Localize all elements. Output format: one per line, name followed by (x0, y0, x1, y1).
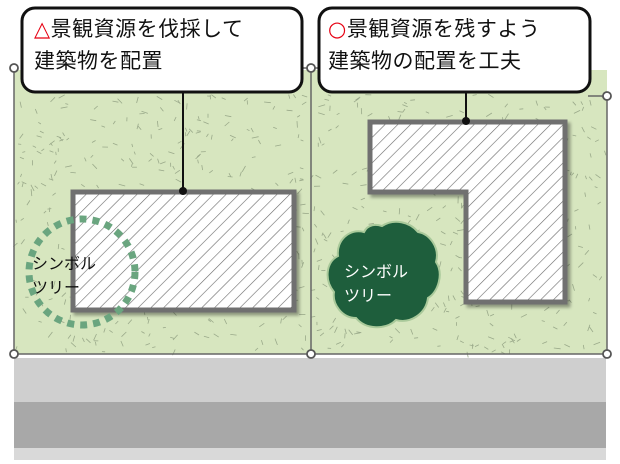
grass-stroke (296, 227, 301, 228)
right-caption-line1: ○景観資源を残すよう (328, 14, 540, 45)
grass-stroke (56, 152, 57, 155)
grass-stroke (187, 103, 188, 109)
right-tree-label-line1: シンボル (344, 260, 408, 283)
corner-marker (307, 64, 315, 72)
left-tree-label-line1: シンボル (32, 252, 96, 275)
grass-stroke (228, 177, 233, 178)
left-caption-line2: 建築物を配置 (34, 46, 163, 77)
left-caption-line1: △景観資源を伐採して (34, 14, 244, 45)
corner-marker (10, 64, 18, 72)
right-tree-label-line2: ツリー (344, 284, 392, 307)
road (14, 402, 606, 448)
right-caption-line2: 建築物の配置を工夫 (328, 46, 522, 77)
grass-stroke (70, 315, 71, 320)
grass-stroke (300, 179, 303, 180)
road-edge (14, 448, 606, 460)
left-caption-line1-text: 景観資源を伐採して (51, 17, 244, 41)
corner-marker (603, 92, 611, 100)
triangle-mark-icon: △ (34, 17, 51, 41)
left-building (73, 192, 294, 310)
left-tree-label-line2: ツリー (32, 276, 80, 299)
corner-marker (603, 350, 611, 358)
grass-stroke (399, 208, 400, 214)
right-pointer-dot (462, 117, 470, 125)
corner-marker (10, 350, 18, 358)
left-pointer-dot (179, 187, 187, 195)
grass-stroke (446, 311, 449, 312)
grass-stroke (472, 344, 473, 349)
grass-stroke (410, 100, 415, 101)
grass-stroke (414, 338, 418, 339)
sidewalk (14, 358, 606, 402)
right-caption-line1-text: 景観資源を残すよう (347, 17, 541, 41)
grass-stroke (70, 172, 75, 173)
corner-marker (307, 350, 315, 358)
circle-mark-icon: ○ (328, 17, 347, 41)
